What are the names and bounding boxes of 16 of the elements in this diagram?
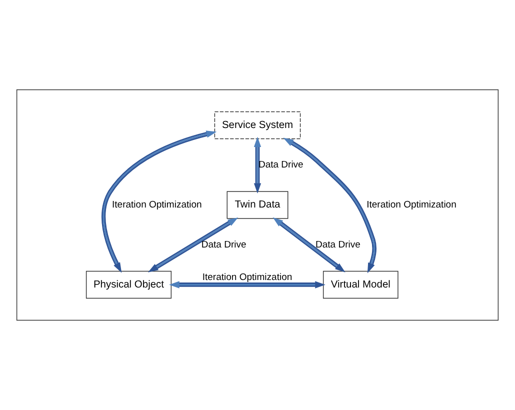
arrow bbox=[148, 218, 238, 272]
edge-label: Iteration Optimization bbox=[202, 272, 292, 283]
edge-label: Data Drive bbox=[316, 239, 360, 250]
arrow bbox=[272, 217, 346, 272]
edge-label: Iteration Optimization bbox=[366, 199, 456, 210]
arrow bbox=[283, 138, 376, 274]
node-box: Twin Data bbox=[226, 191, 288, 219]
node-box: Virtual Model bbox=[322, 270, 398, 299]
node-box: Service System bbox=[214, 111, 301, 140]
arrow bbox=[254, 136, 262, 194]
node-box: Physical Object bbox=[86, 270, 172, 299]
arrow bbox=[169, 281, 326, 288]
edge-label: Iteration Optimization bbox=[112, 199, 202, 210]
cluster bbox=[16, 89, 499, 321]
edge-label: Data Drive bbox=[201, 239, 246, 250]
arrow bbox=[102, 130, 217, 273]
